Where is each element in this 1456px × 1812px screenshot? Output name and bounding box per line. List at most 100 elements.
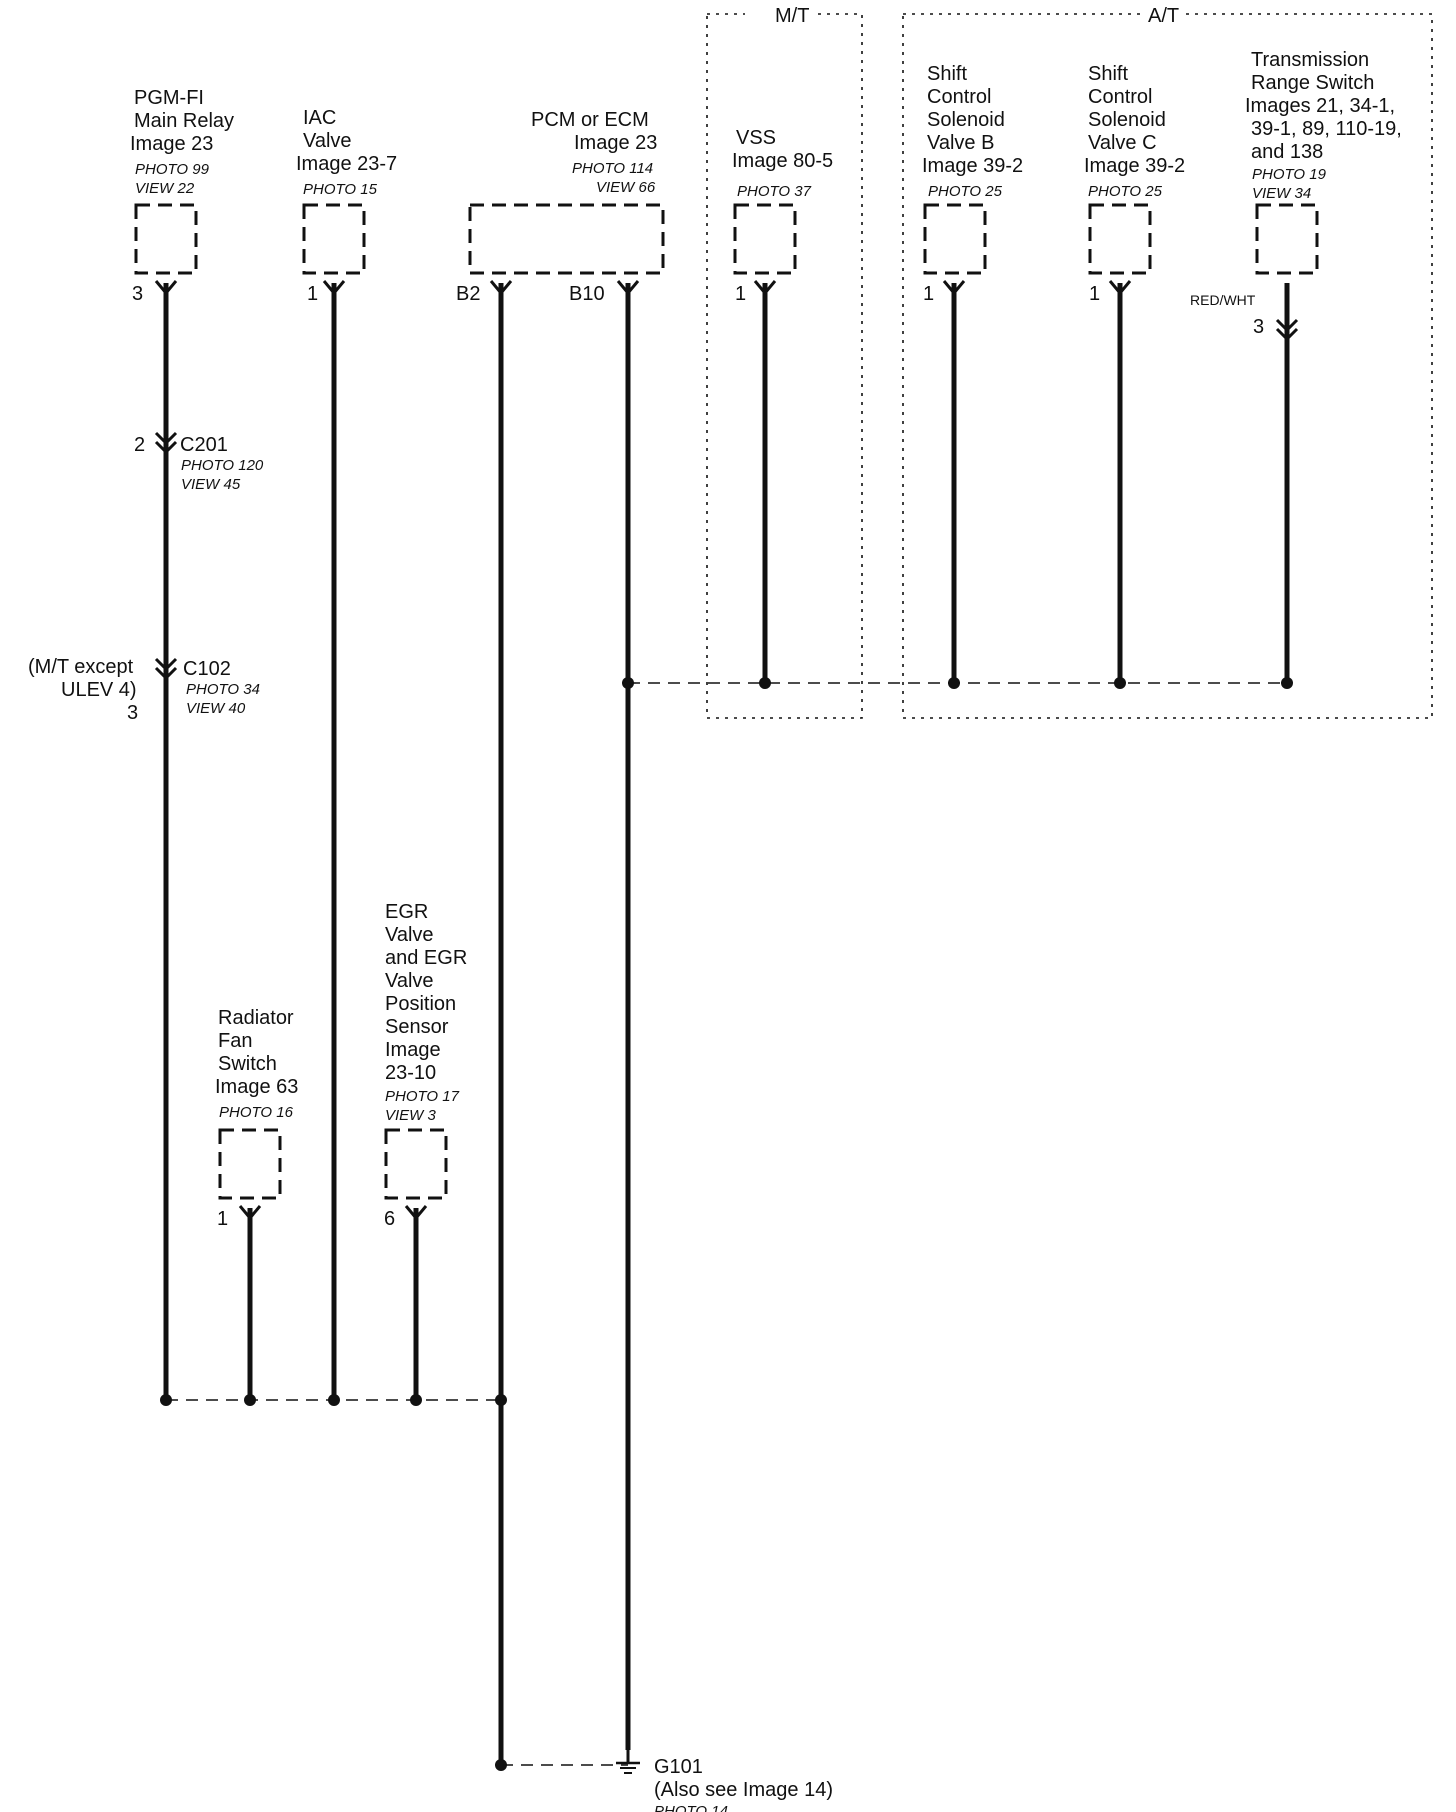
radfan-label-1: Radiator xyxy=(218,1007,294,1029)
trs-label-1: Transmission xyxy=(1251,49,1369,71)
trs-connector xyxy=(1255,203,1319,275)
c201-pin: 2 xyxy=(134,434,145,456)
pgmfi-label-3: Image 23 xyxy=(130,133,213,155)
scsb-photo: PHOTO 25 xyxy=(928,183,1003,200)
egr-view: VIEW 3 xyxy=(385,1107,437,1124)
scsc-label-5: Image 39-2 xyxy=(1084,155,1185,177)
egr-photo: PHOTO 17 xyxy=(385,1088,460,1105)
trs-photo: PHOTO 19 xyxy=(1252,166,1327,183)
node-egr xyxy=(410,1394,422,1406)
pcm-photo: PHOTO 114 xyxy=(572,160,653,177)
trs-view: VIEW 34 xyxy=(1252,185,1311,202)
egr-label-3: and EGR xyxy=(385,947,467,969)
egr-label-7: Image xyxy=(385,1039,441,1061)
at-group-border: A/T xyxy=(902,5,1433,719)
terminal-pcm-b2 xyxy=(489,280,513,296)
c201-photo: PHOTO 120 xyxy=(181,457,264,474)
radfan-photo: PHOTO 16 xyxy=(219,1104,294,1121)
pgmfi-label-1: PGM-FI xyxy=(134,87,204,109)
shift-solenoid-c: Shift Control Solenoid Valve C Image 39-… xyxy=(1084,63,1185,305)
node-iac xyxy=(328,1394,340,1406)
c102-photo: PHOTO 34 xyxy=(186,681,260,698)
pcm-pin-b10: B10 xyxy=(569,283,605,305)
g101-name: G101 xyxy=(654,1756,703,1778)
scsb-label-3: Solenoid xyxy=(927,109,1005,131)
pcm-label-1: PCM or ECM xyxy=(531,109,649,131)
node-b10 xyxy=(622,677,634,689)
g101-photo: PHOTO 14 xyxy=(654,1803,728,1812)
scsb-pin: 1 xyxy=(923,283,934,305)
radfan-pin: 1 xyxy=(217,1208,228,1230)
vss-label-2: Image 80-5 xyxy=(732,150,833,172)
egr-label-5: Position xyxy=(385,993,456,1015)
egr-valve: EGR Valve and EGR Valve Position Sensor … xyxy=(384,901,467,1230)
transmission-range-switch: Transmission Range Switch Images 21, 34-… xyxy=(1190,49,1402,338)
pcm-ecm: PCM or ECM Image 23 PHOTO 114 VIEW 66 B2… xyxy=(456,109,665,305)
shift-solenoid-b: Shift Control Solenoid Valve B Image 39-… xyxy=(922,63,1023,305)
pcm-connector xyxy=(468,203,665,275)
splice-nodes xyxy=(160,677,1293,1771)
terminal-pgmfi xyxy=(154,280,178,296)
pgmfi-view: VIEW 22 xyxy=(135,180,195,197)
terminal-radfan xyxy=(238,1205,262,1221)
c102-name: C102 xyxy=(183,658,231,680)
scsc-label-2: Control xyxy=(1088,86,1152,108)
egr-pin: 6 xyxy=(384,1208,395,1230)
vss-photo: PHOTO 37 xyxy=(737,183,812,200)
vss-connector xyxy=(733,203,797,275)
pgmfi-main-relay: PGM-FI Main Relay Image 23 PHOTO 99 VIEW… xyxy=(130,87,234,305)
scsb-label-2: Control xyxy=(927,86,991,108)
iac-connector xyxy=(302,203,366,275)
vss-pin: 1 xyxy=(735,283,746,305)
scsc-label-4: Valve C xyxy=(1088,132,1157,154)
c102-connector: (M/T except ULEV 4) 3 C102 PHOTO 34 VIEW… xyxy=(28,656,260,724)
vss-label-1: VSS xyxy=(736,127,776,149)
mt-group-label: M/T xyxy=(775,5,809,27)
terminal-trs-inline xyxy=(1275,318,1299,342)
scsb-label-1: Shift xyxy=(927,63,967,85)
terminal-scsb xyxy=(942,280,966,296)
c201-view: VIEW 45 xyxy=(181,476,241,493)
egr-label-4: Valve xyxy=(385,970,434,992)
scsc-label-1: Shift xyxy=(1088,63,1128,85)
egr-label-8: 23-10 xyxy=(385,1062,436,1084)
c201-connector: 2 C201 PHOTO 120 VIEW 45 xyxy=(134,434,264,493)
terminal-pcm-b10 xyxy=(616,280,640,296)
pgmfi-label-2: Main Relay xyxy=(134,110,234,132)
trs-wire-color: RED/WHT xyxy=(1190,292,1256,308)
c102-note-1: (M/T except xyxy=(28,656,134,678)
scsc-pin: 1 xyxy=(1089,283,1100,305)
mt-group-border: M/T xyxy=(706,5,863,719)
pgmfi-pin: 3 xyxy=(132,283,143,305)
pgmfi-photo: PHOTO 99 xyxy=(135,161,210,178)
pcm-view: VIEW 66 xyxy=(596,179,656,196)
node-radfan xyxy=(244,1394,256,1406)
iac-pin: 1 xyxy=(307,283,318,305)
pcm-pin-b2: B2 xyxy=(456,283,480,305)
egr-label-2: Valve xyxy=(385,924,434,946)
trs-label-3: Images 21, 34-1, xyxy=(1245,95,1395,117)
pgmfi-connector xyxy=(134,203,198,275)
terminal-scsc xyxy=(1108,280,1132,296)
trs-label-2: Range Switch xyxy=(1251,72,1374,94)
vss: VSS Image 80-5 PHOTO 37 1 xyxy=(732,127,833,305)
scsc-photo: PHOTO 25 xyxy=(1088,183,1163,200)
wires xyxy=(163,283,1290,1765)
trs-label-5: and 138 xyxy=(1251,141,1323,163)
trs-label-4: 39-1, 89, 110-19, xyxy=(1251,118,1402,140)
iac-label-3: Image 23-7 xyxy=(296,153,397,175)
iac-valve: IAC Valve Image 23-7 PHOTO 15 1 xyxy=(296,107,397,305)
node-vss xyxy=(759,677,771,689)
pcm-label-2: Image 23 xyxy=(574,132,657,154)
radfan-label-4: Image 63 xyxy=(215,1076,298,1098)
iac-label-2: Valve xyxy=(303,130,352,152)
terminals xyxy=(154,280,1299,1221)
scsb-label-5: Image 39-2 xyxy=(922,155,1023,177)
ground-g101: G101 (Also see Image 14) PHOTO 14 xyxy=(654,1756,833,1812)
scsb-connector xyxy=(923,203,987,275)
terminal-c102 xyxy=(154,657,178,681)
iac-label-1: IAC xyxy=(303,107,336,129)
iac-photo: PHOTO 15 xyxy=(303,181,378,198)
ground-symbol-icon xyxy=(616,1750,640,1774)
